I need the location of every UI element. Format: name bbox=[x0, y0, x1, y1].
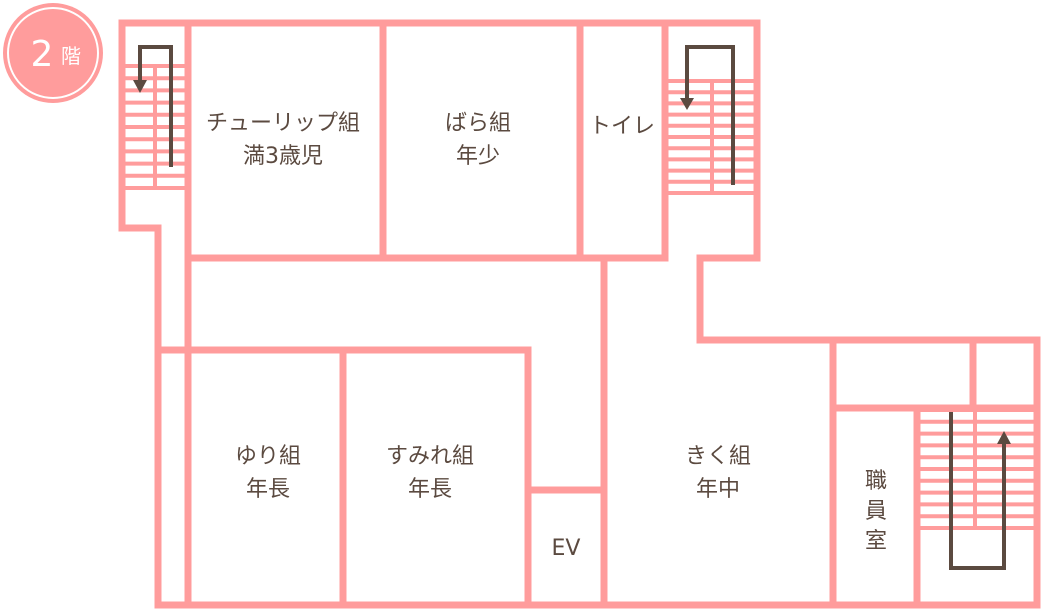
room-staff-char3: 室 bbox=[865, 529, 887, 554]
room-kiku-name: きく組 bbox=[685, 444, 751, 469]
room-toilet: トイレ bbox=[589, 114, 655, 139]
room-staff-char2: 員 bbox=[865, 499, 887, 524]
room-tulip-name: チューリップ組 bbox=[206, 111, 360, 136]
elevator: EV bbox=[552, 536, 581, 561]
room-bara-age: 年少 bbox=[456, 144, 500, 169]
stair-arrow-top-right bbox=[680, 45, 735, 185]
stairs-top-right bbox=[665, 79, 757, 195]
floor-number: 2 bbox=[31, 34, 54, 75]
walls bbox=[118, 19, 1041, 609]
floor-suffix: 階 bbox=[61, 44, 81, 68]
stairs-left bbox=[122, 64, 188, 190]
room-yuri-age: 年長 bbox=[246, 477, 290, 502]
stair-arrow-left bbox=[133, 45, 173, 167]
room-tulip-age: 満3歳児 bbox=[243, 144, 323, 169]
room-yuri-name: ゆり組 bbox=[235, 444, 301, 469]
room-sumire-name: すみれ組 bbox=[386, 444, 474, 469]
room-sumire-age: 年長 bbox=[408, 477, 452, 502]
room-kiku-age: 年中 bbox=[696, 477, 740, 502]
room-bara-name: ばら組 bbox=[445, 111, 511, 136]
stair-arrow-bottom-right bbox=[949, 412, 1011, 570]
floor-badge: 2 階 bbox=[3, 3, 103, 103]
stairs-bottom-right bbox=[917, 408, 1037, 530]
room-staff-char1: 職 bbox=[865, 469, 887, 494]
